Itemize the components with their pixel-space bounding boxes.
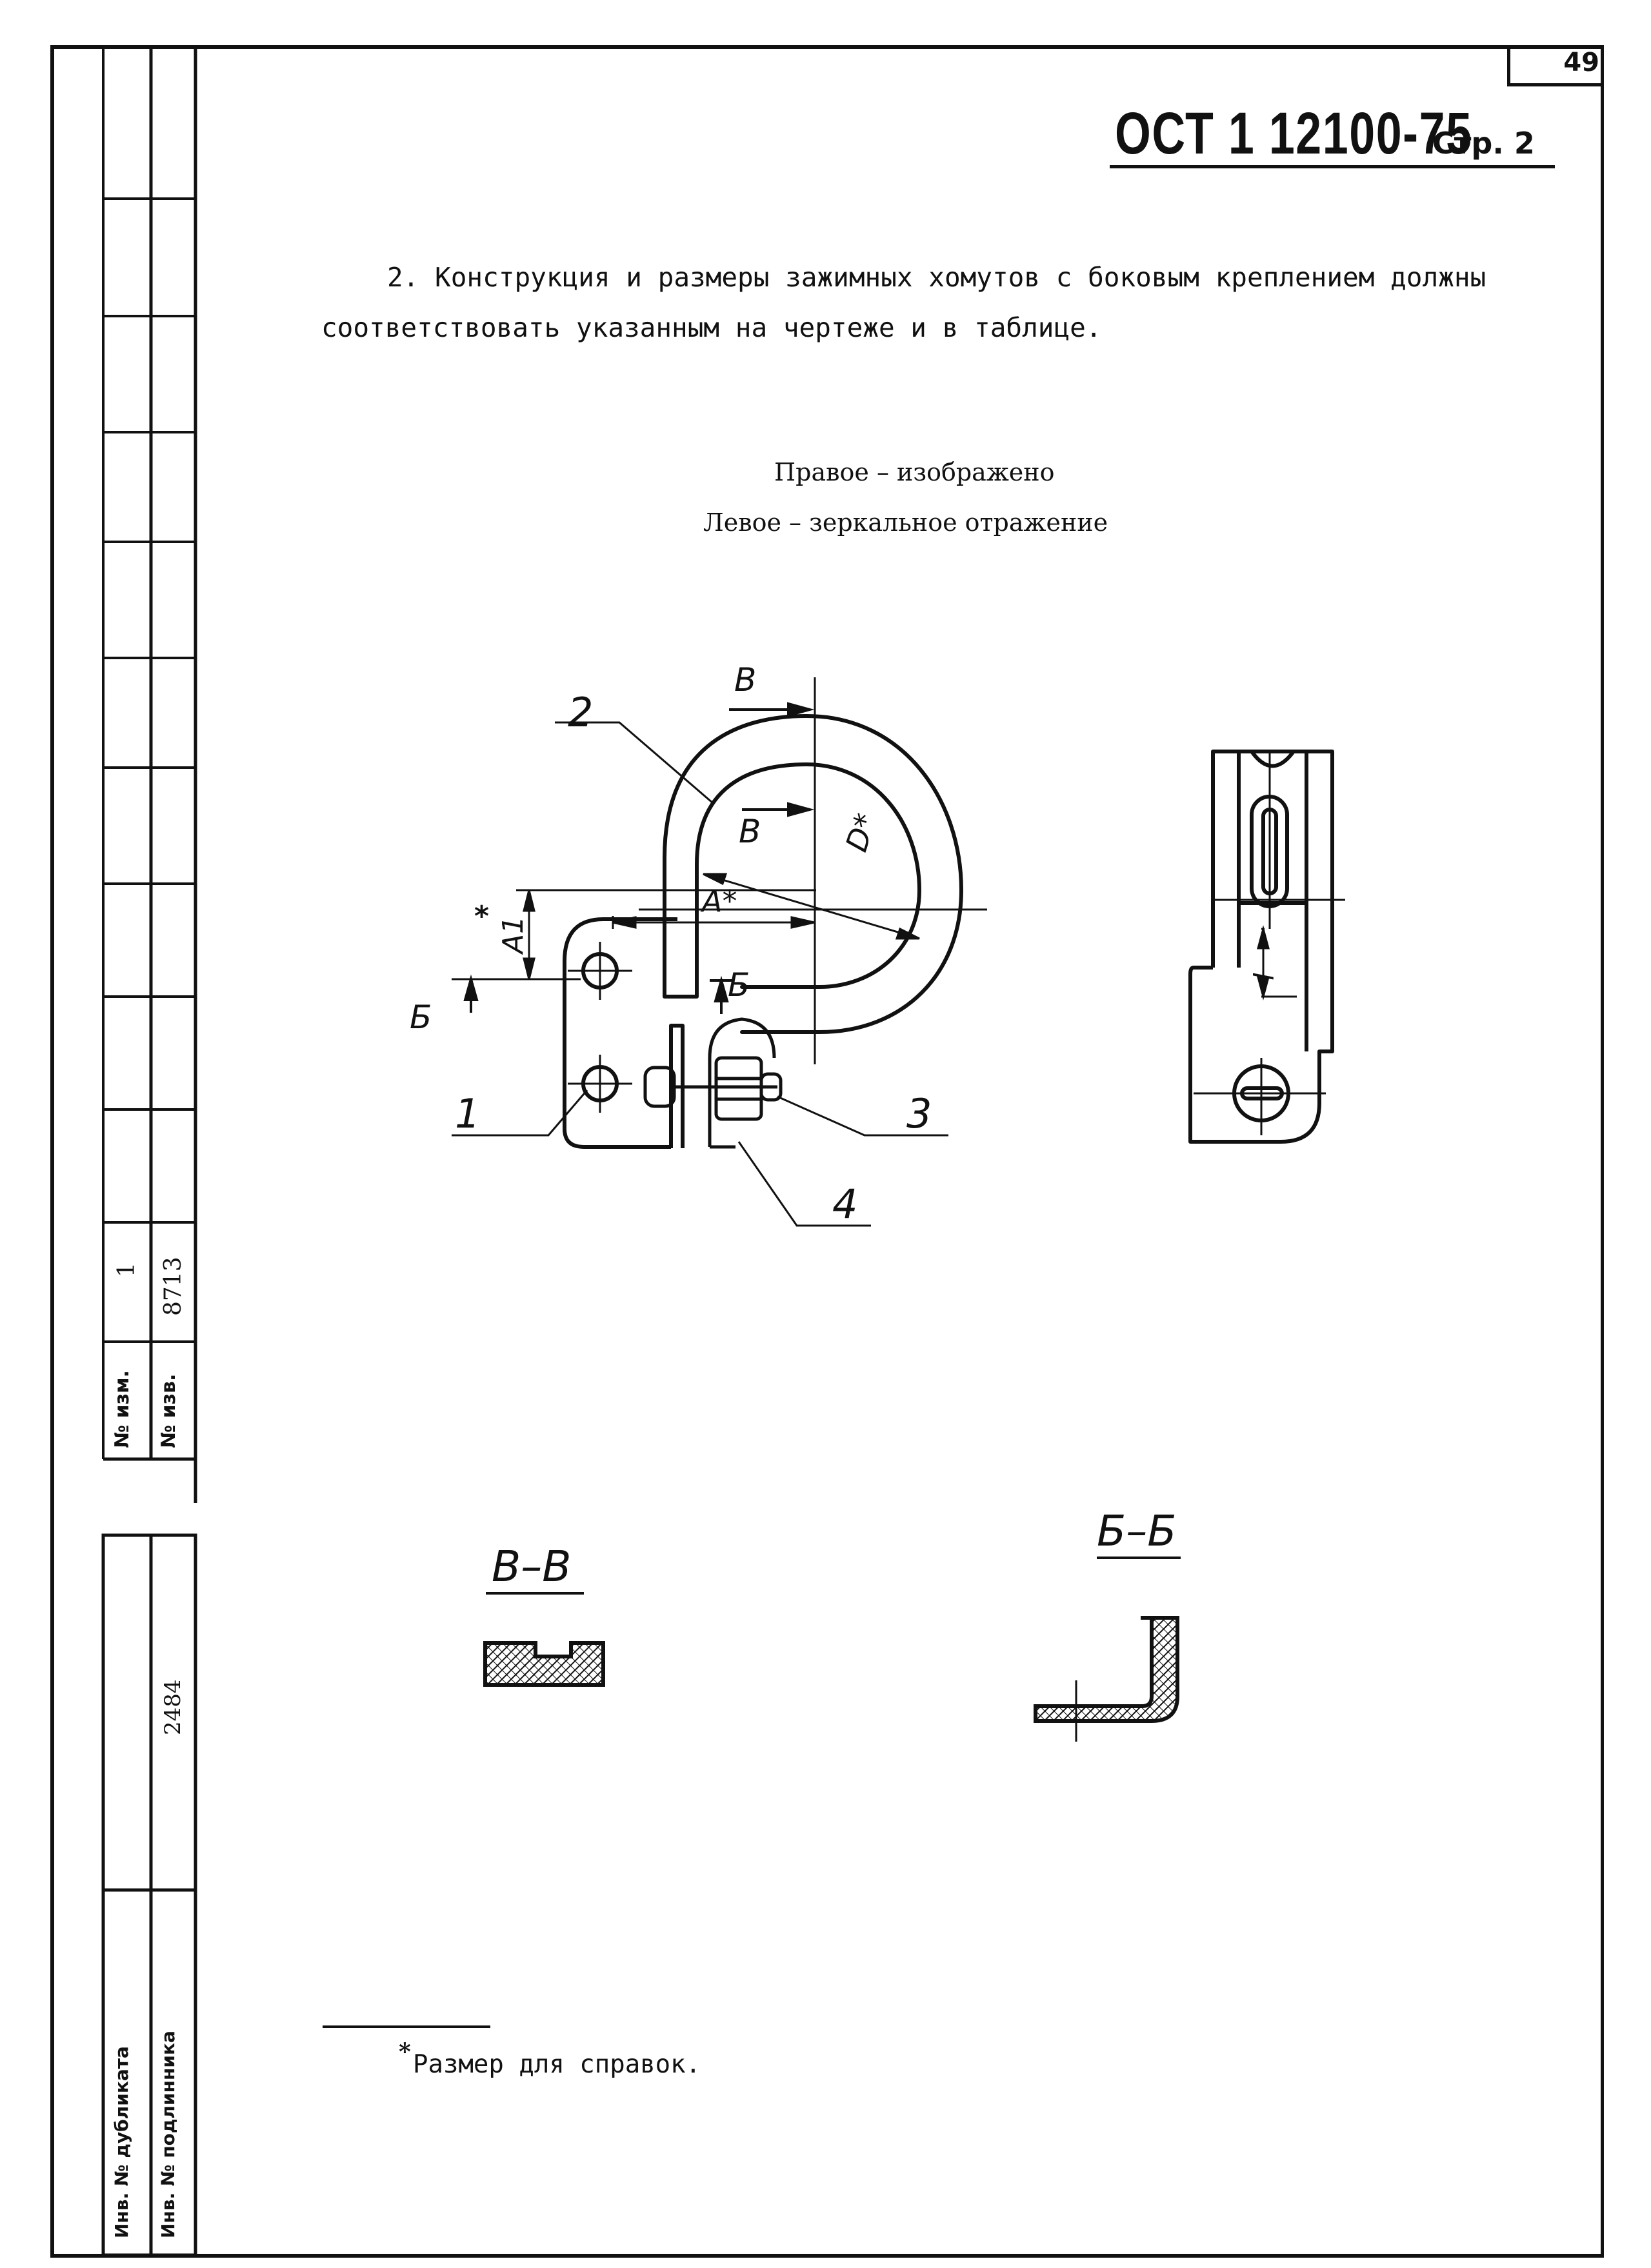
dimension-A1-star: * [474, 900, 490, 933]
section-arrow-B-left [463, 974, 479, 1013]
footnote-rule [323, 2025, 490, 2028]
section-mark-B-left: Б [410, 999, 432, 1036]
callout-2: 2 [568, 689, 594, 736]
page-number: 49 [1563, 48, 1599, 77]
section-mark-V-top: В [734, 661, 757, 699]
section-arrow-V-top [729, 702, 815, 717]
page-frame [50, 45, 1604, 2258]
paragraph-line-2: соответствовать указанным на чертеже и в… [321, 312, 1102, 343]
bolt-assembly [643, 1017, 783, 1149]
callout-leaders [452, 721, 948, 1227]
caption-right-shown: Правое – изображено [774, 458, 1055, 486]
callout-4: 4 [832, 1180, 858, 1228]
loop-centerlines [639, 677, 987, 1064]
footnote-text: Размер для справок. [413, 2050, 701, 2079]
side-view-centerlines [1194, 751, 1345, 1135]
dimension-A [612, 916, 815, 929]
section-mark-B-right: Б [728, 966, 750, 1004]
dimension-l-label: l [1248, 973, 1280, 980]
section-B-B-title: Б–Б [1097, 1506, 1177, 1556]
paragraph-line-1: 2. Конструкция и размеры зажимных хомуто… [387, 262, 1486, 293]
dimension-A1 [452, 889, 816, 980]
clamp-loop [663, 714, 963, 1034]
dimension-A1-label: A1 [497, 915, 530, 953]
dimension-A-label: A* [702, 884, 737, 919]
callout-1: 1 [455, 1090, 481, 1137]
section-B-B-shape [1034, 1616, 1179, 1723]
footnote-star: * [399, 2038, 411, 2065]
standard-underline [1110, 165, 1555, 168]
hole-centerlines [568, 942, 632, 1113]
caption-left-mirror: Левое – зеркальное отражение [703, 508, 1108, 537]
callout-3: 3 [906, 1090, 932, 1137]
section-mark-V-inner: В [739, 813, 761, 850]
section-arrow-V-inner [742, 802, 815, 817]
section-arrow-B-right [710, 975, 732, 1014]
page-number-box [1507, 45, 1604, 86]
section-V-V-shape [483, 1641, 605, 1687]
section-V-V-title: В–В [492, 1542, 572, 1591]
standard-number: ОСТ 1 12100-75 [1115, 101, 1473, 166]
dimension-D [703, 873, 920, 940]
standard-page-label: Стр. 2 [1432, 126, 1535, 161]
